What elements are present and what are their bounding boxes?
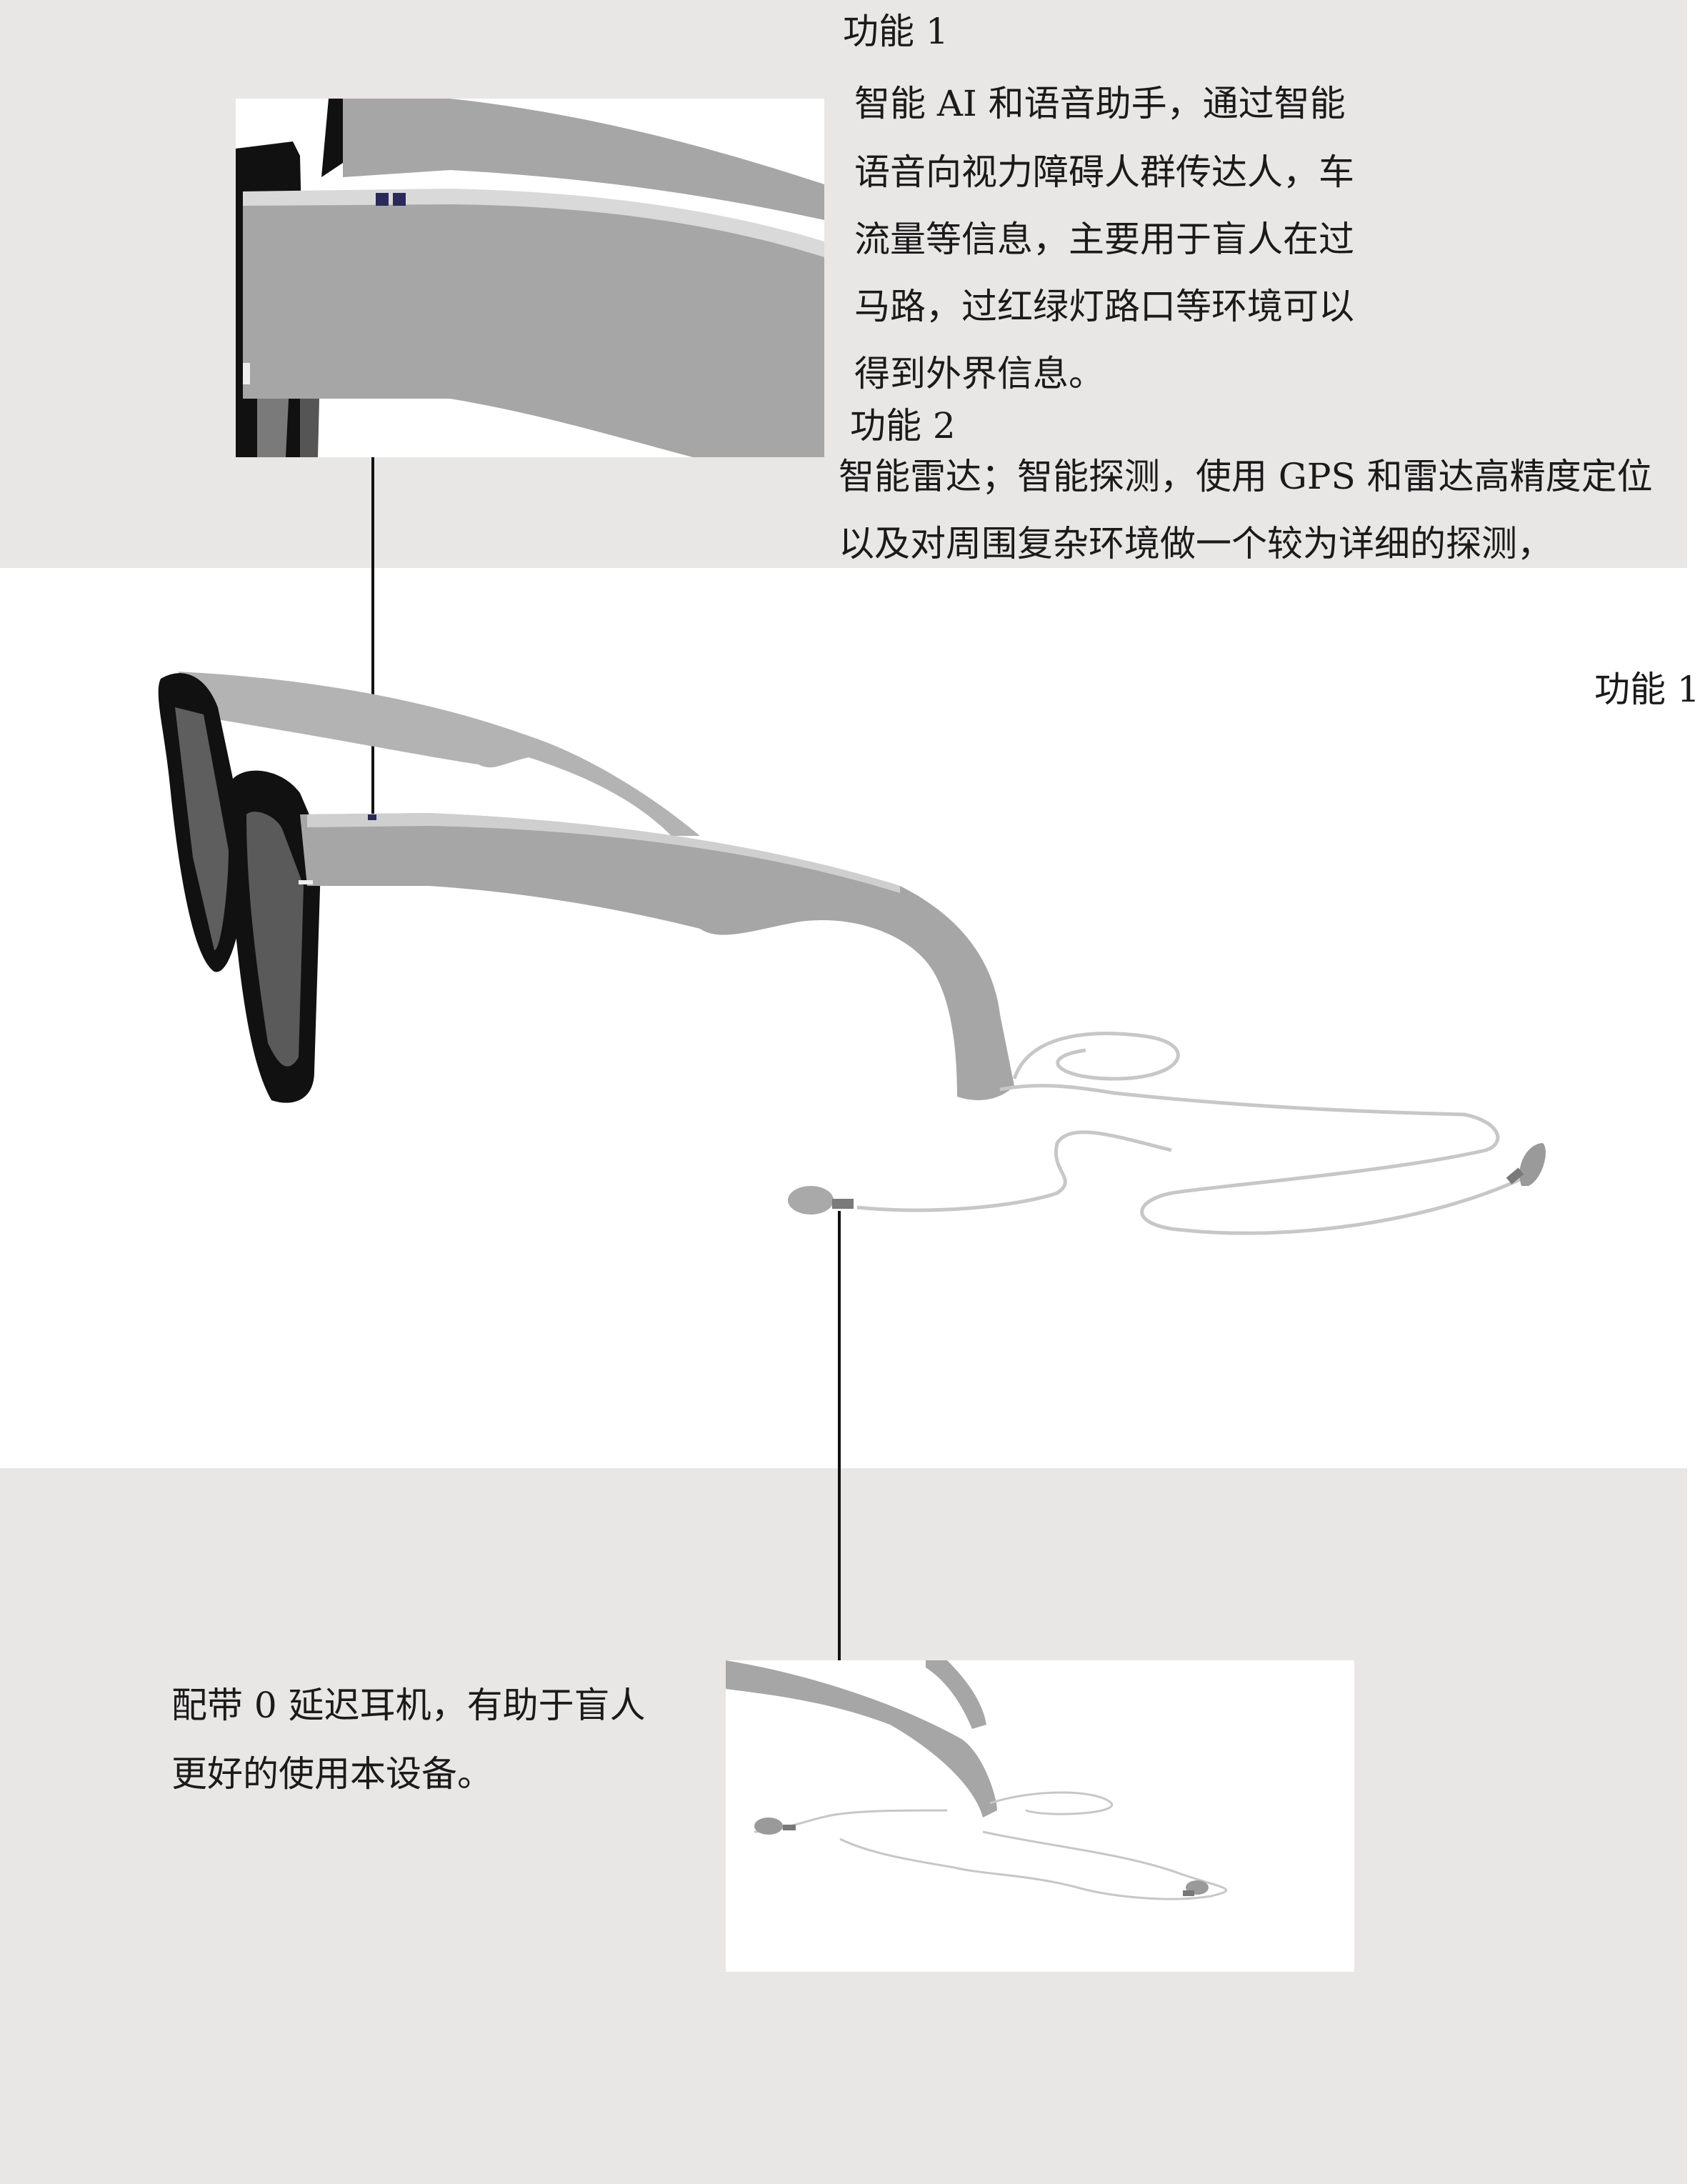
connector-line-earphone [838,1211,841,1675]
zoom-panel-sensor [236,99,824,457]
zoom-panel-earphone [726,1660,1354,1972]
feature-1-line: 得到外界信息。 [854,353,1104,394]
sensor-icon [376,193,389,206]
glasses-main-illustration [158,672,1546,1235]
feature-1-line: 流量等信息，主要用于盲人在过 [854,219,1354,260]
feature-1-line: 马路，过红绿灯路口等环境可以 [854,286,1354,327]
feature-3-heading: 功能 1 [1594,669,1700,710]
feature-1-line: 智能 AI 和语音助手，通过智能 [854,83,1346,124]
earphone-closeup-illustration [726,1660,1228,1900]
feature-2-line: 以及对周围复杂环境做一个较为详细的探测， [839,523,1553,564]
earphone-line: 配带 0 延迟耳机，有助于盲人 [171,1685,646,1726]
earbud-left [788,1186,834,1215]
sensor-dot-icon [368,814,376,820]
connector-line-sensor [371,457,374,817]
feature-1-line: 语音向视力障碍人群传达人，车 [854,151,1354,193]
earphone-line: 更好的使用本设备。 [171,1753,493,1795]
earbud-right [1519,1143,1546,1186]
glasses-closeup-illustration [236,99,824,457]
feature-2-heading: 功能 2 [850,405,956,447]
feature-1-heading: 功能 1 [843,11,949,52]
feature-2-line: 智能雷达；智能探测，使用 GPS 和雷达高精度定位 [839,456,1653,497]
